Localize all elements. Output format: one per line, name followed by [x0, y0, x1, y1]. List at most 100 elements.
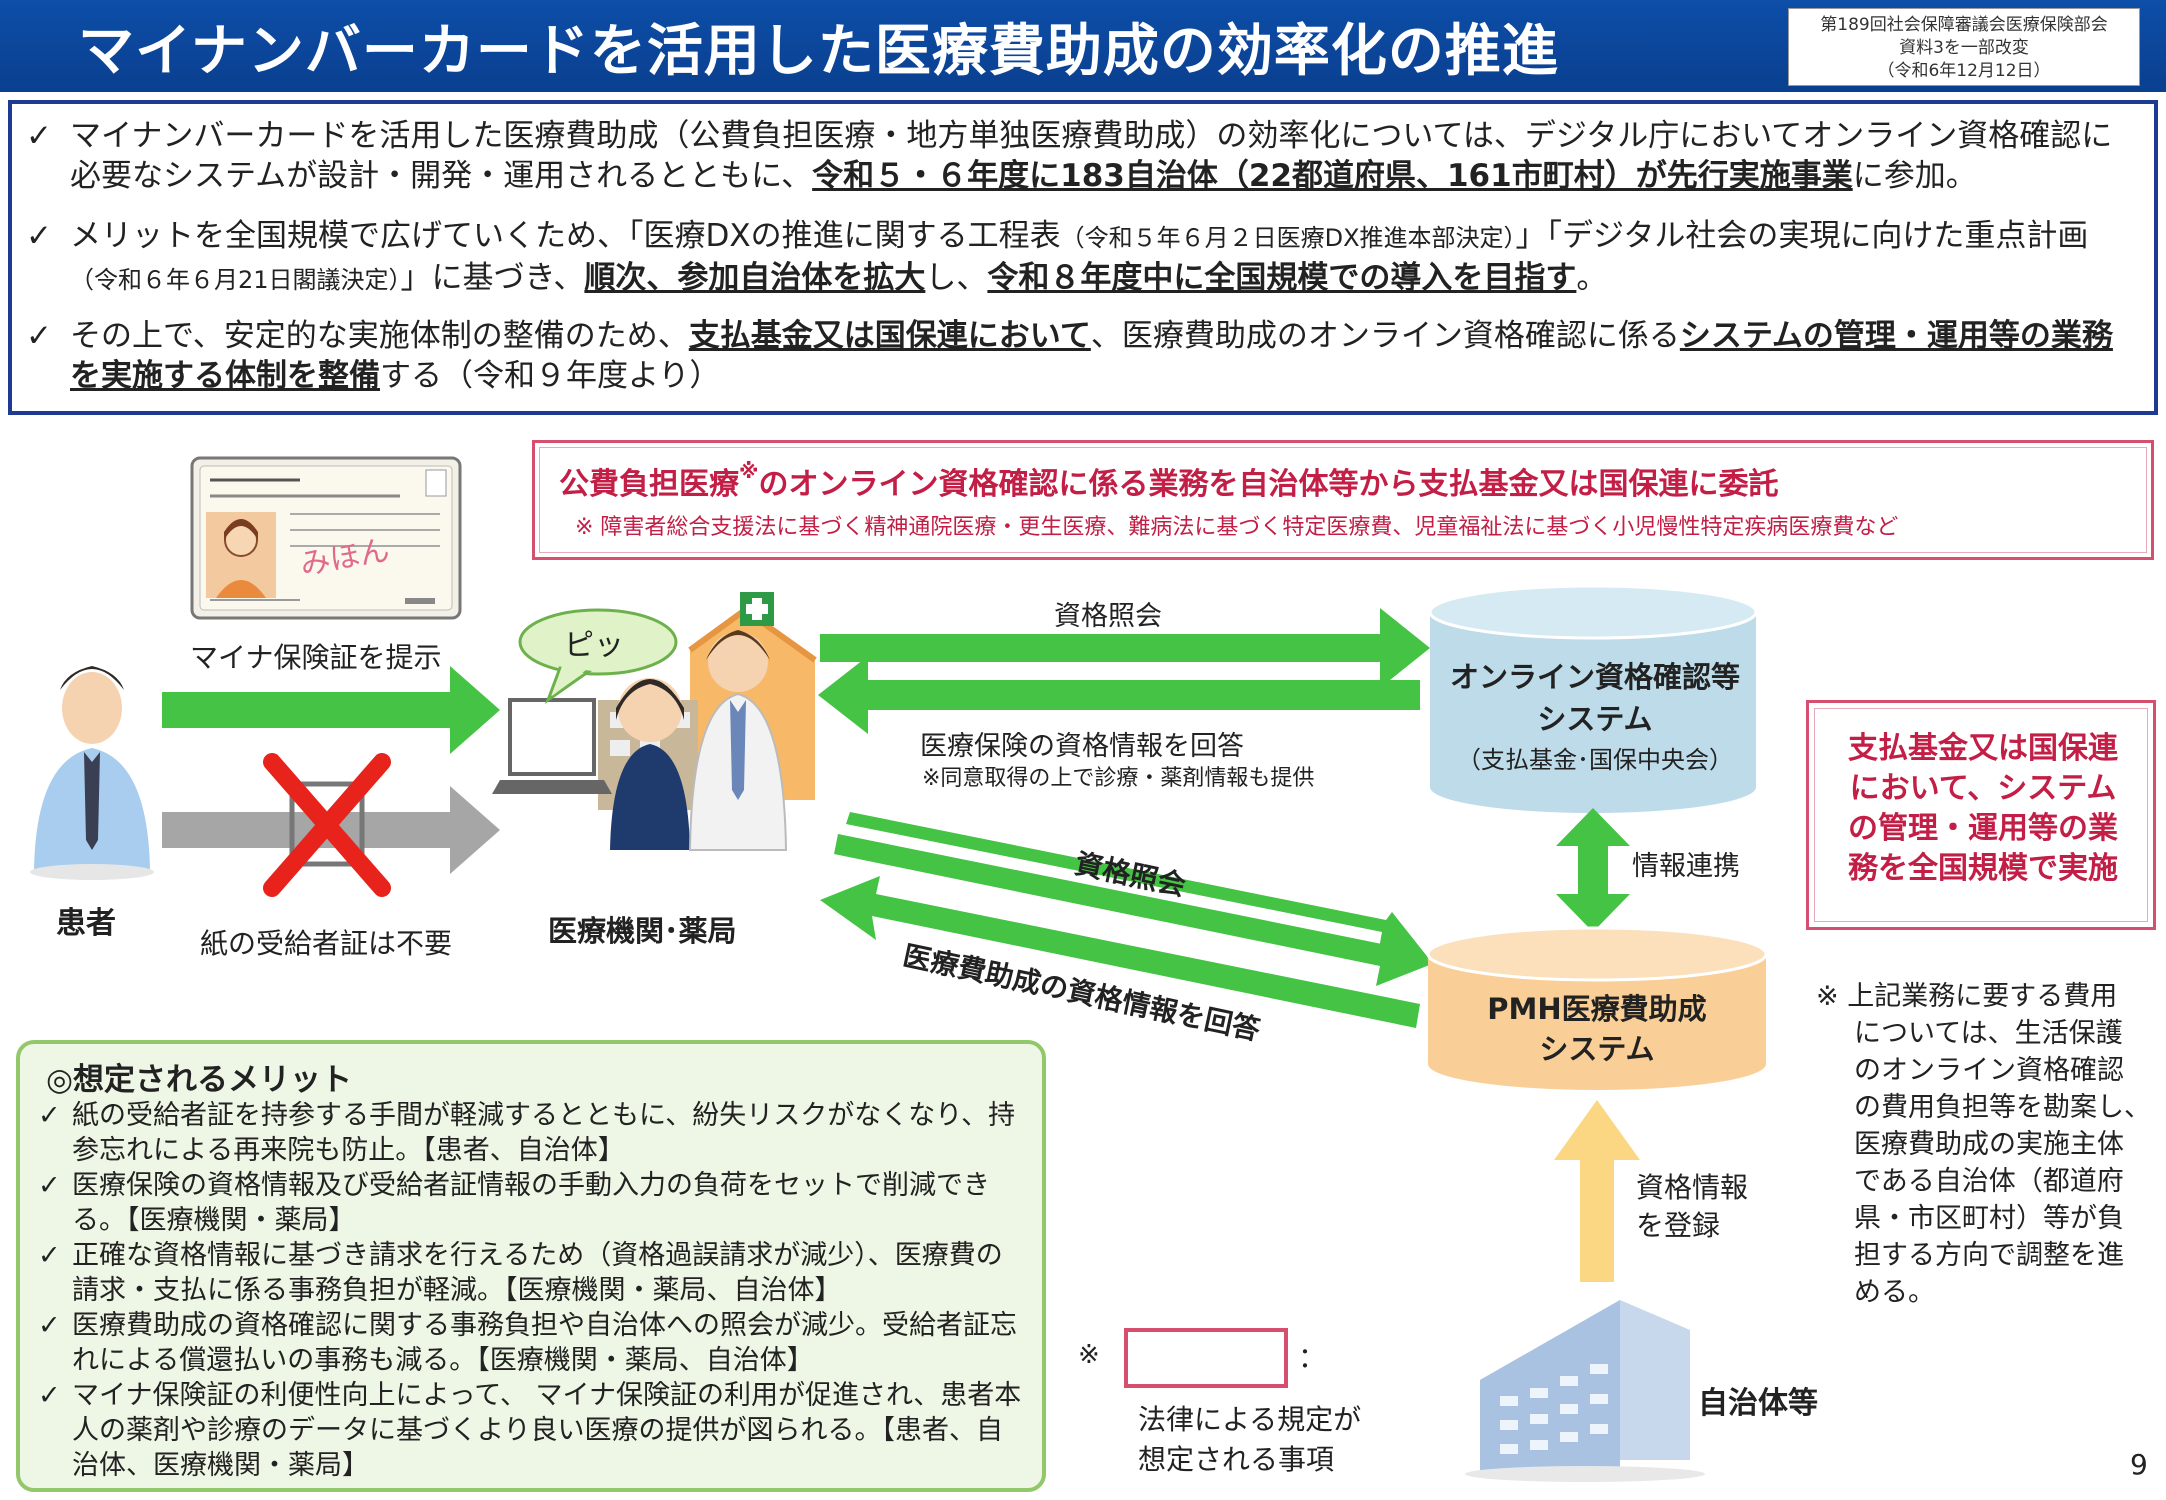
summary-emphasis: 順次、参加自治体を拡大	[584, 260, 926, 296]
page-number: 9	[2130, 1448, 2148, 1481]
summary-text: に参加。	[1852, 158, 1977, 194]
summary-small: （令和６年６月21日閣議決定）	[70, 266, 401, 294]
merit-text: 医療保険の資格情報及び受給者証情報の手動入力の負荷をセットで削減できる。【医療機…	[72, 1170, 990, 1236]
merit-text: 紙の受給者証を持参する手間が軽減するとともに、紛失リスクがなくなり、持参忘れによ…	[72, 1100, 1016, 1166]
online-system-label-3: （支払基金･国保中央会）	[1457, 746, 1733, 774]
legend-text-2: 想定される事項	[1138, 1443, 1335, 1476]
summary-text: 」「デジタル社会の実現に向けた重点計画	[1515, 218, 2089, 254]
check-icon: ✓	[38, 1310, 61, 1341]
info-link-arrow	[1556, 808, 1630, 932]
nationwide-line: 務を全国規模で実施	[1848, 851, 2118, 886]
summary-emphasis: 支払基金又は国保連において	[688, 318, 1091, 354]
source-line: 資料3を一部改変	[1899, 38, 2029, 58]
reply-label-online: 医療保険の資格情報を回答	[920, 731, 1244, 762]
merits-title: ◎想定されるメリット	[46, 1062, 353, 1098]
source-line: 第189回社会保障審議会医療保険部会	[1820, 15, 2108, 35]
source-line: （令和6年12月12日）	[1877, 61, 2051, 81]
register-label-1: 資格情報	[1636, 1171, 1749, 1204]
merits-box: ◎想定されるメリット ✓ 紙の受給者証を持参する手間が軽減するとともに、紛失リス…	[16, 1040, 1046, 1492]
cost-note-line: 担する方向で調整を進	[1854, 1240, 2124, 1271]
legend-asterisk: ※	[1078, 1340, 1100, 1370]
patient-icon	[30, 666, 154, 880]
summary-item: ✓ その上で、安定的な実施体制の整備のため、支払基金又は国保連において、医療費助…	[26, 316, 2136, 396]
nationwide-box: 支払基金又は国保連 において、システム の管理・運用等の業 務を全国規模で実施	[1806, 700, 2156, 930]
query-arrow-pmh	[846, 812, 1430, 960]
cost-note-line: である自治体（都道府	[1854, 1166, 2124, 1197]
summary-text: 、医療費助成のオンライン資格確認に係る	[1090, 318, 1680, 354]
online-system-label-1: オンライン資格確認等	[1449, 660, 1740, 694]
asterisk-mark: ※	[739, 459, 759, 483]
delegation-box: 公費負担医療※のオンライン資格確認に係る業務を自治体等から支払基金又は国保連に委…	[532, 440, 2154, 560]
info-link-label: 情報連携	[1632, 851, 1740, 882]
cost-note-line: 医療費助成の実施主体	[1854, 1129, 2124, 1160]
beep-label: ピッ	[564, 628, 624, 663]
reply-arrow-pmh	[820, 876, 1420, 1028]
merit-item: ✓ 紙の受給者証を持参する手間が軽減するとともに、紛失リスクがなくなり、持参忘れ…	[38, 1098, 1028, 1168]
delegation-inner-border	[539, 447, 2147, 553]
laptop-icon	[492, 698, 612, 794]
cost-note-line: める。	[1854, 1277, 1935, 1308]
query-arrow-pmh-body	[834, 834, 1432, 986]
summary-emphasis: システムの管理・運用等の業務を実施する体制を整備	[70, 318, 2113, 394]
cross-icon	[263, 753, 391, 897]
query-arrow-online	[820, 608, 1430, 688]
summary-emphasis: 令和５・６年度に183自治体（22都道府県、161市町村）が先行実施事業	[812, 158, 1853, 194]
present-card-label: マイナ保険証を提示	[190, 641, 442, 674]
summary-emphasis: 令和８年度中に全国規模での導入を目指す	[987, 260, 1577, 296]
nationwide-line: 支払基金又は国保連	[1848, 731, 2118, 766]
register-arrow	[1554, 1100, 1640, 1282]
paper-certificate-icon	[289, 781, 365, 867]
merit-text: マイナ保険証の利便性向上によって、 マイナ保険証の利用が促進され、患者本人の薬剤…	[72, 1380, 1022, 1481]
my-number-card-image	[190, 456, 462, 620]
beep-speech-bubble	[518, 608, 678, 705]
register-label-2: を登録	[1636, 1209, 1721, 1242]
reply-arrow-online	[818, 656, 1420, 734]
page-title: マイナンバーカードを活用した医療費助成の効率化の推進	[78, 19, 1559, 84]
online-system-cylinder	[1428, 584, 1758, 813]
delegation-note: ※ 障害者総合支援法に基づく精神通院医療・更生医療、難病法に基づく特定医療費、児…	[575, 515, 1899, 540]
delegation-title: 公費負担医療※のオンライン資格確認に係る業務を自治体等から支払基金又は国保連に委…	[559, 459, 1778, 503]
summary-text: 」に基づき、	[400, 260, 585, 296]
check-icon: ✓	[38, 1380, 61, 1411]
reply-note-online: ※同意取得の上で診療・薬剤情報も提供	[922, 766, 1315, 791]
pmh-system-cylinder	[1426, 926, 1768, 1090]
delegation-title-b: のオンライン資格確認に係る業務を自治体等から支払基金又は国保連に委託	[758, 467, 1779, 502]
merit-text: 医療費助成の資格確認に関する事務負担や自治体への照会が減少。受給者証忘れによる償…	[72, 1310, 1017, 1376]
merit-item: ✓ 医療保険の資格情報及び受給者証情報の手動入力の負荷をセットで削減できる。【医…	[38, 1168, 1028, 1238]
pmh-label-2: システム	[1539, 1032, 1655, 1066]
nationwide-inner-border	[1814, 708, 2148, 922]
cost-note-line: ※ 上記業務に要する費用	[1816, 981, 2118, 1012]
no-paper-label: 紙の受給者証は不要	[200, 927, 453, 960]
summary-text: メリットを全国規模で広げていくため、「医療DXの推進に関する工程表	[70, 218, 1061, 254]
check-icon: ✓	[38, 1240, 61, 1271]
delegation-title-a: 公費負担医療	[559, 467, 739, 502]
clinic-label: 医療機関･薬局	[548, 914, 737, 948]
summary-text: する（令和９年度より）	[380, 358, 721, 394]
summary-text: 。	[1576, 260, 1608, 296]
cost-note-line: については、生活保護	[1854, 1018, 2123, 1049]
query-label-online: 資格照会	[1054, 601, 1162, 632]
nationwide-line: の管理・運用等の業	[1848, 811, 2118, 846]
summary-text: マイナンバーカードを活用した医療費助成（公費負担医療・地方単独医療費助成）の効率…	[70, 118, 2113, 194]
merit-item: ✓ 医療費助成の資格確認に関する事務負担や自治体への照会が減少。受給者証忘れによ…	[38, 1308, 1028, 1378]
pmh-label-1: PMH医療費助成	[1487, 992, 1707, 1026]
cost-note-line: 県・市区町村）等が負	[1854, 1203, 2124, 1234]
patient-label: 患者	[56, 906, 116, 941]
legend-colon: ：	[1298, 1341, 1327, 1374]
summary-item: ✓ メリットを全国規模で広げていくため、「医療DXの推進に関する工程表（令和５年…	[26, 216, 2136, 300]
check-icon: ✓	[26, 318, 52, 354]
summary-text: その上で、安定的な実施体制の整備のため、	[70, 318, 689, 354]
merit-text: 正確な資格情報に基づき請求を行えるため（資格過誤請求が減少）、医療費の請求・支払…	[72, 1240, 1003, 1306]
legend-pink-box	[1124, 1328, 1288, 1388]
legend-text-1: 法律による規定が	[1138, 1403, 1362, 1436]
present-card-arrow	[162, 666, 500, 754]
summary-box: ✓ マイナンバーカードを活用した医療費助成（公費負担医療・地方単独医療費助成）の…	[8, 100, 2158, 415]
summary-item: ✓ マイナンバーカードを活用した医療費助成（公費負担医療・地方単独医療費助成）の…	[26, 116, 2126, 196]
nationwide-line: において、システム	[1849, 771, 2117, 806]
nationwide-text: 支払基金又は国保連 において、システム の管理・運用等の業 務を全国規模で実施	[1833, 729, 2133, 889]
check-icon: ✓	[26, 218, 52, 254]
municipality-label: 自治体等	[1698, 1386, 1818, 1421]
summary-small: （令和５年６月２日医療DX推進本部決定）	[1060, 224, 1516, 252]
cost-note: ※ 上記業務に要する費用 については、生活保護 のオンライン資格確認 の費用負担…	[1816, 978, 2156, 1311]
